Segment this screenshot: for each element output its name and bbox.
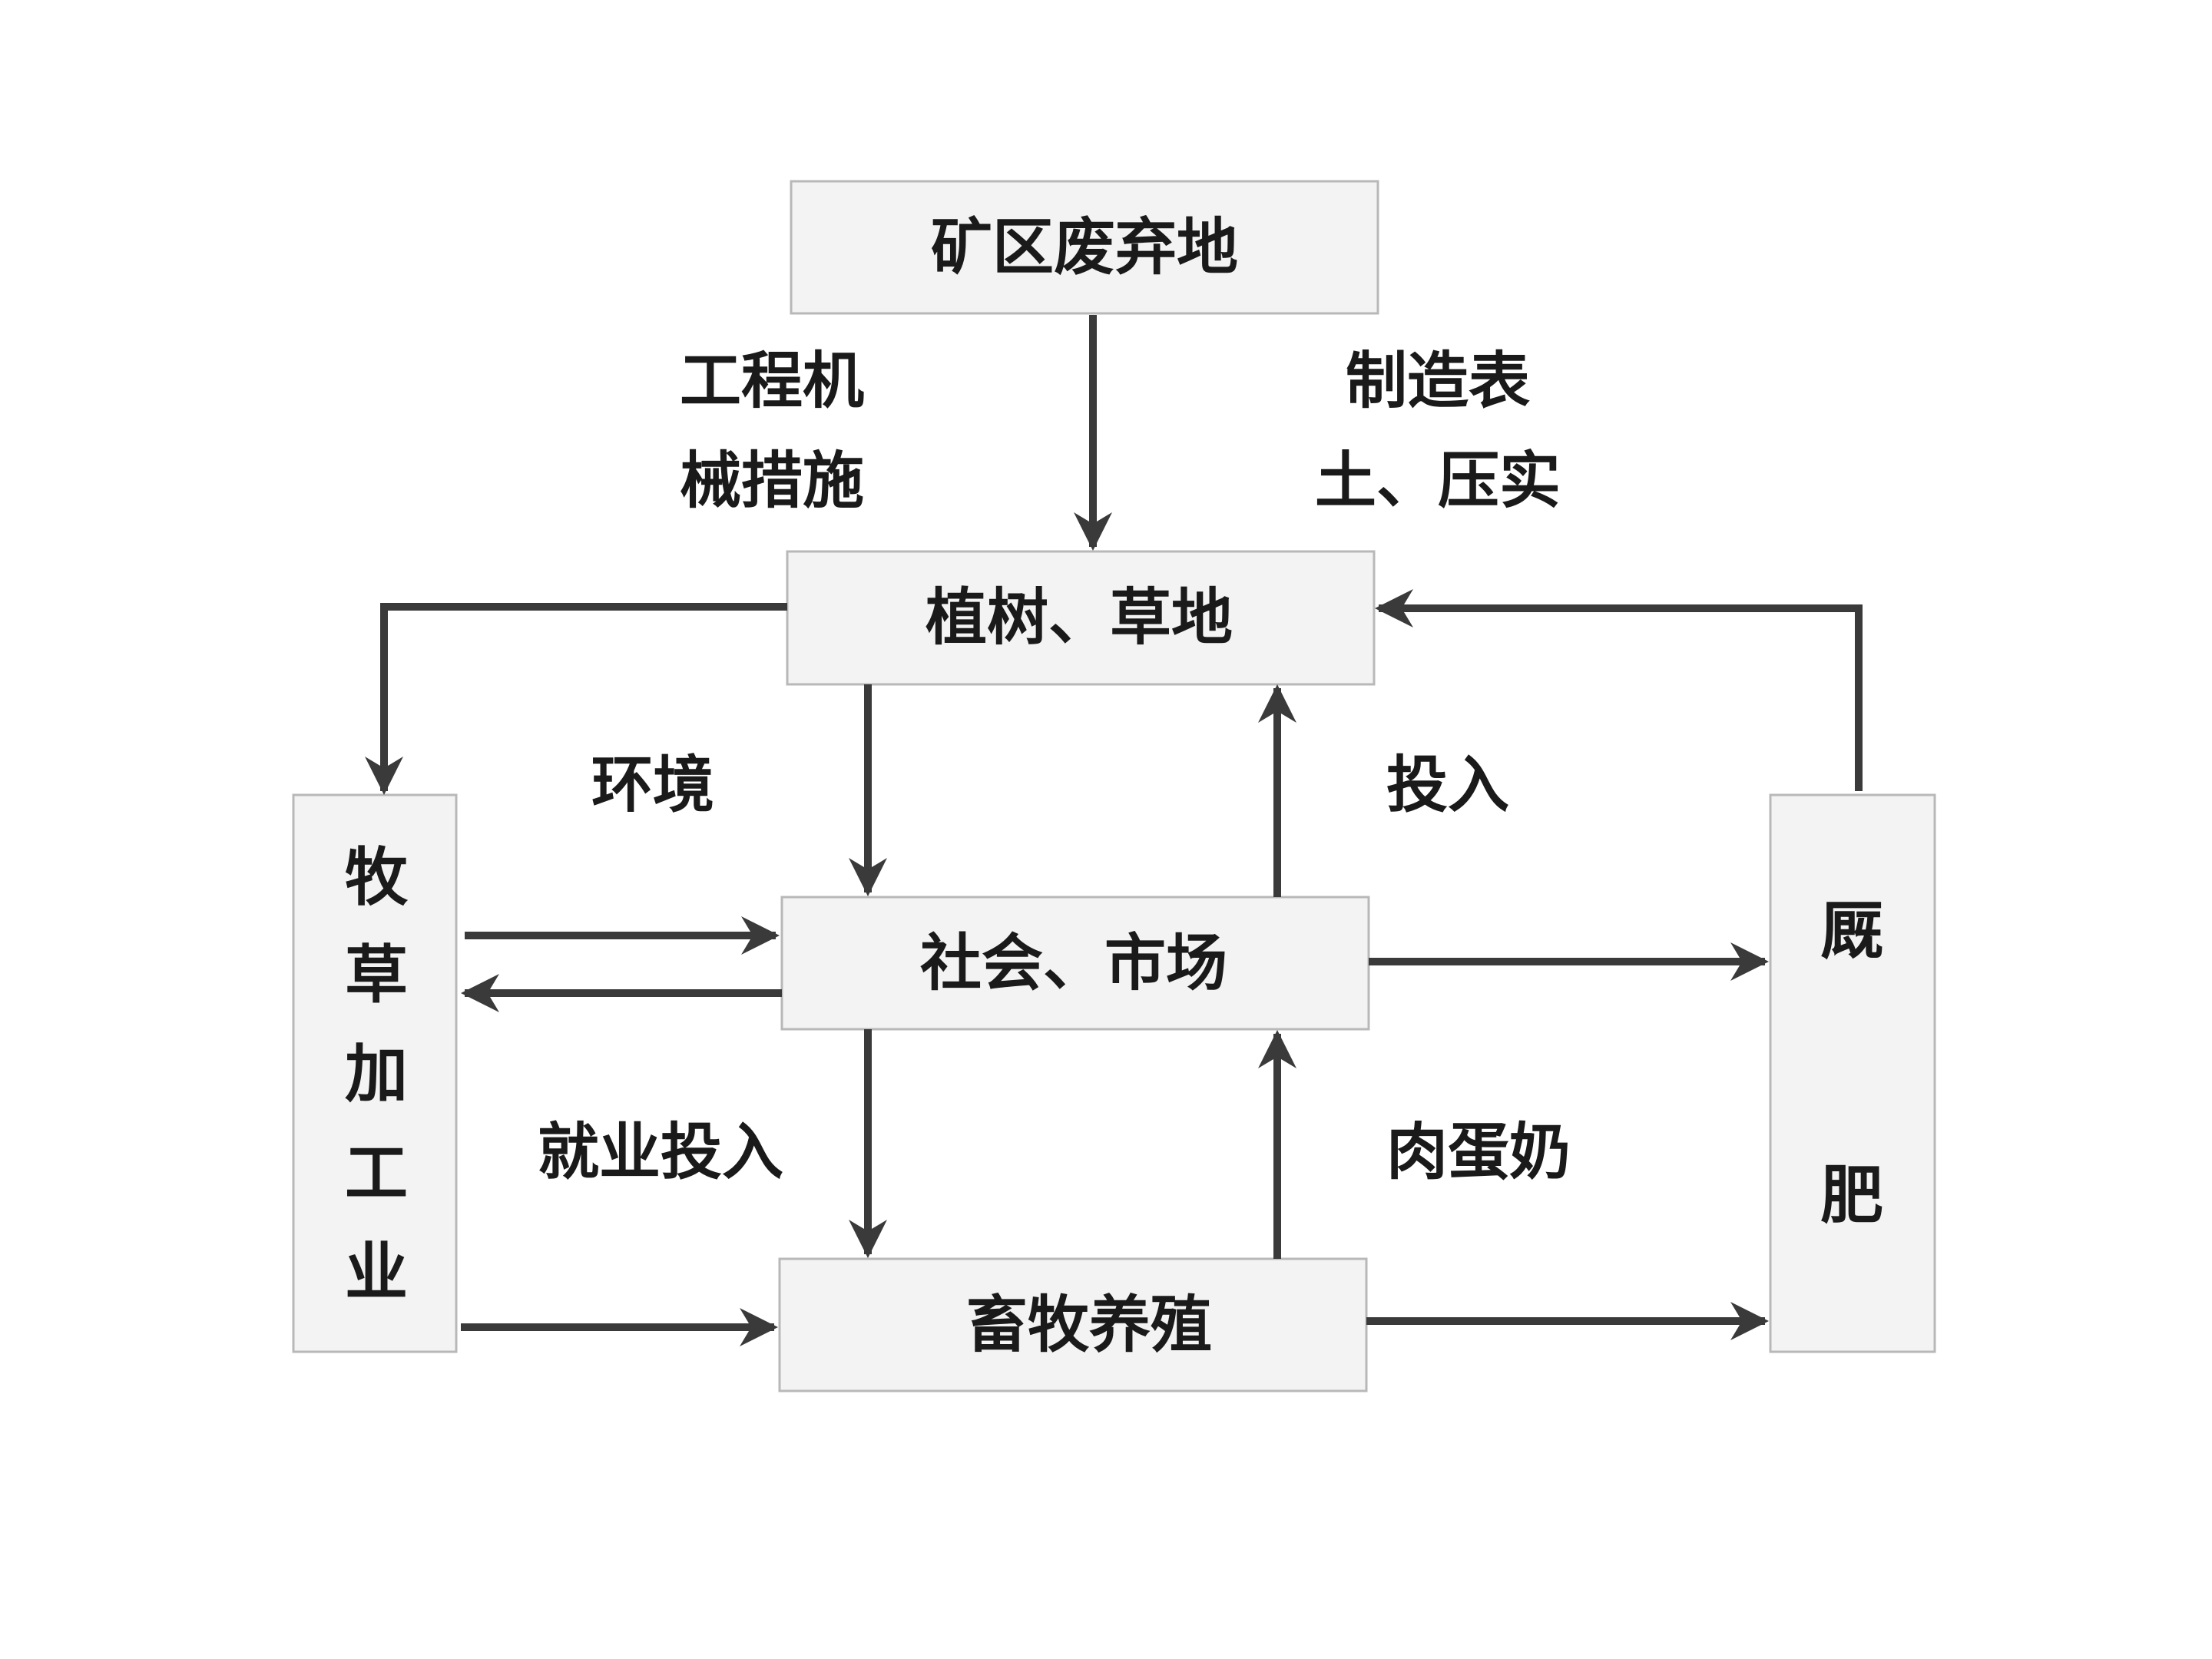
edge-label-engineering-line1: 工程机 [680,346,864,417]
edge-label-employment: 就业投入 [538,1117,783,1188]
node-forage-char: 工 [345,1137,408,1210]
arrow-manure-to-trees [1375,589,1863,791]
arrow-trees-to-forage [365,603,787,795]
node-livestock-label: 畜牧养殖 [966,1290,1212,1361]
edge-label-topsoil-line1: 制造表 [1346,346,1530,417]
node-forage-char: 业 [345,1237,408,1310]
node-society-market-box [780,896,1370,1031]
node-trees-grass-label: 植树、草地 [926,582,1233,654]
node-manure-box [1769,793,1936,1353]
edge-label-meat-egg-milk: 肉蛋奶 [1386,1117,1571,1188]
node-society-market-label: 社会、市场 [920,928,1227,999]
node-forage-char: 草 [345,939,408,1012]
edge-label-investment: 投入 [1386,750,1509,821]
edge-label-topsoil-line2: 土、压实 [1315,445,1561,517]
node-trees-grass-box [786,550,1376,686]
node-forage-char: 加 [345,1038,408,1111]
edge-label-engineering-line2: 械措施 [680,445,864,517]
node-manure-char: 肥 [1820,1160,1883,1233]
edge-label-environment: 环境 [591,750,714,821]
node-mine-land-box [790,180,1379,315]
node-manure-char: 厩 [1820,896,1883,969]
node-forage-char: 牧 [345,842,409,915]
node-forage-industry-box [292,793,458,1353]
node-livestock-box [778,1257,1368,1392]
node-mine-land-label: 矿区废弃地 [931,212,1238,283]
